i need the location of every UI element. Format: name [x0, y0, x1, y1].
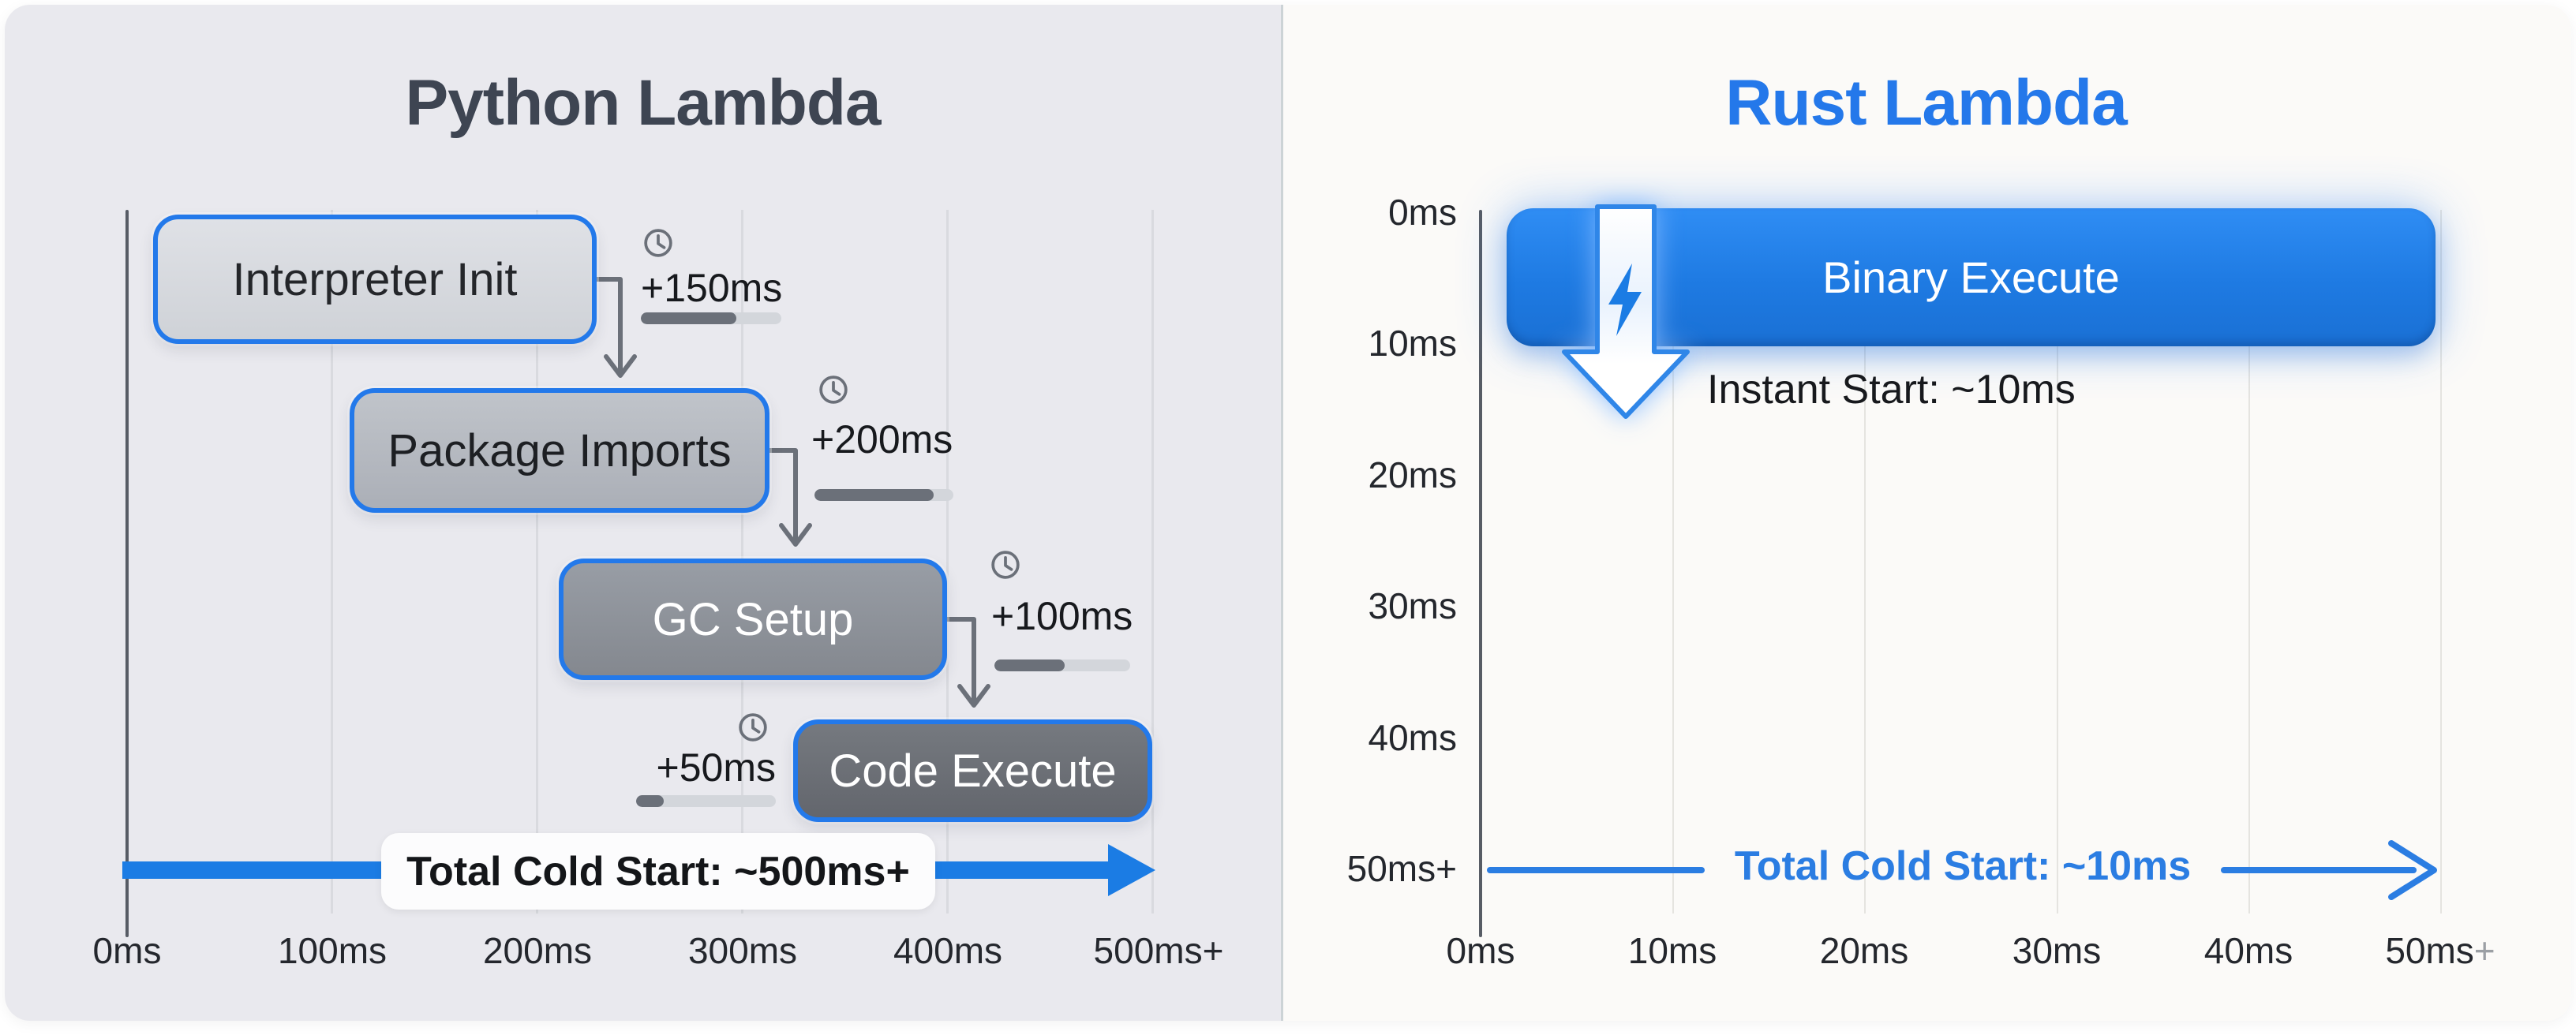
- lightning-bolt-icon: [1608, 263, 1642, 336]
- gridline-40ms: [2248, 210, 2250, 914]
- x-axis-label: 0ms: [92, 930, 162, 971]
- progress-fill: [636, 795, 665, 807]
- gridline-20ms: [1864, 210, 1866, 914]
- progress-fill: [641, 312, 737, 324]
- gridline-10ms: [1672, 210, 1674, 914]
- delta-label-50ms: +50ms: [656, 745, 776, 790]
- y-axis-label: 0ms: [1388, 192, 1457, 233]
- step-box-code-execute: Code Execute: [793, 719, 1152, 822]
- delta-label-100ms: +100ms: [991, 594, 1133, 638]
- delta-label-200ms: +200ms: [811, 417, 953, 461]
- delta-label-150ms: +150ms: [641, 266, 783, 310]
- step-label: GC Setup: [652, 593, 854, 645]
- comparison-card: Python Lambda Interpreter Init: [5, 5, 2571, 1021]
- down-arrow-icon: [1562, 204, 1690, 419]
- step-label: Code Execute: [829, 745, 1117, 797]
- gridline-400ms: [946, 210, 949, 914]
- x-axis-label: 500ms+: [1093, 930, 1224, 971]
- gridline-30ms: [2057, 210, 2058, 914]
- x-axis-label: 20ms: [1819, 930, 1909, 971]
- x-axis-label: 300ms: [687, 930, 798, 971]
- clock-icon: [819, 376, 848, 404]
- rust-panel-title: Rust Lambda: [1725, 67, 2127, 139]
- gridline-100ms: [331, 210, 333, 914]
- step-label: Interpreter Init: [232, 253, 518, 305]
- y-axis-label: 50ms+: [1346, 848, 1457, 889]
- gridline-500ms: [1151, 210, 1154, 914]
- x-axis-label-50ms-plus: 50ms+: [2385, 929, 2495, 972]
- python-y-axis-line: [125, 210, 129, 937]
- x-axis-label: 400ms: [893, 930, 1003, 971]
- x-axis-label: 200ms: [482, 930, 593, 971]
- progress-bar: [814, 489, 953, 501]
- rust-total-label: Total Cold Start: ~10ms: [1734, 843, 2192, 889]
- y-axis-label: 20ms: [1368, 454, 1457, 495]
- x-axis-label: 100ms: [277, 930, 388, 971]
- step-box-interpreter-init: Interpreter Init: [153, 215, 597, 344]
- gridline-200ms: [536, 210, 538, 914]
- gridline-50ms: [2440, 210, 2442, 914]
- step-label: Package Imports: [388, 424, 732, 476]
- rust-panel: [1281, 5, 2571, 1021]
- binary-execute-label: Binary Execute: [1822, 252, 2120, 302]
- x-axis-label: 10ms: [1627, 930, 1717, 971]
- x-axis-label-main: 50ms: [2385, 930, 2474, 971]
- progress-fill: [994, 659, 1065, 671]
- x-axis-label: 40ms: [2203, 930, 2293, 971]
- x-axis-label: 30ms: [2012, 930, 2102, 971]
- clock-icon: [991, 551, 1020, 579]
- progress-bar: [641, 312, 781, 324]
- progress-bar: [994, 659, 1130, 671]
- rust-y-axis-line: [1479, 210, 1482, 937]
- progress-bar: [636, 795, 776, 807]
- y-axis-label: 30ms: [1368, 585, 1457, 626]
- y-axis-label: 10ms: [1368, 323, 1457, 364]
- python-total-label: Total Cold Start: ~500ms+: [406, 848, 910, 895]
- clock-icon: [644, 229, 672, 257]
- instant-start-label: Instant Start: ~10ms: [1707, 367, 2076, 413]
- clock-icon: [739, 713, 767, 742]
- x-axis-label: 0ms: [1446, 930, 1515, 971]
- python-panel-title: Python Lambda: [405, 67, 881, 139]
- step-box-package-imports: Package Imports: [350, 388, 769, 513]
- binary-execute-bar: Binary Execute: [1507, 208, 2436, 346]
- progress-fill: [814, 489, 934, 501]
- x-axis-label-plus-suffix: +: [2473, 930, 2496, 971]
- step-box-gc-setup: GC Setup: [559, 559, 947, 680]
- python-total-label-pill: Total Cold Start: ~500ms+: [381, 833, 935, 910]
- y-axis-label: 40ms: [1368, 717, 1457, 758]
